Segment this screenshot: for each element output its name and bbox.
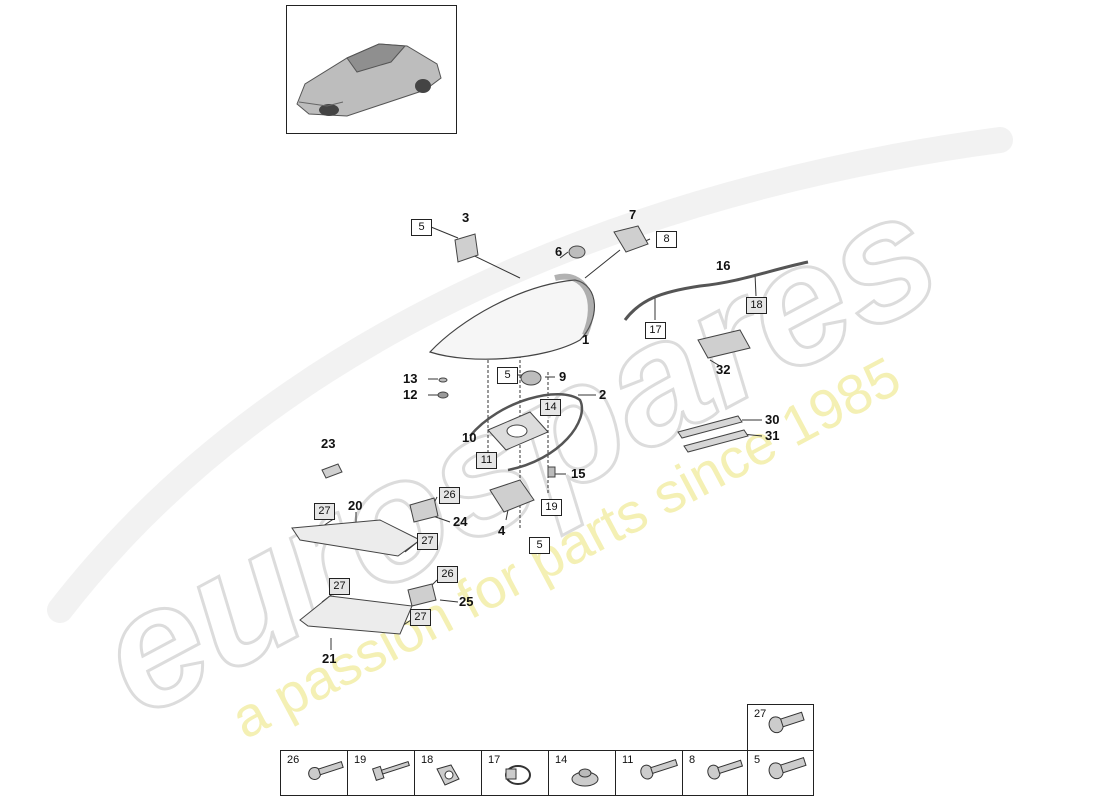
fastener-number: 26 <box>287 754 300 766</box>
fastener-number: 19 <box>354 754 367 766</box>
box-ref-17: 17 <box>645 322 666 339</box>
fastener-cell-27: 27 <box>747 704 814 751</box>
watermark-swoosh <box>47 127 1013 623</box>
nut-icon <box>571 768 599 787</box>
clip-icon <box>436 764 460 786</box>
washer-part <box>438 377 448 383</box>
cover-part <box>613 225 649 253</box>
callout-6: 6 <box>555 244 563 259</box>
callout-24: 24 <box>453 514 468 529</box>
clip-part <box>547 466 556 478</box>
motor-part <box>520 370 542 386</box>
fastener-cell-11: 11 <box>615 750 683 796</box>
car-icon <box>296 43 442 117</box>
callout-9: 9 <box>559 369 567 384</box>
bracket-part <box>454 233 479 263</box>
cap-part <box>568 245 586 259</box>
callout-25: 25 <box>459 594 474 609</box>
fastener-cell-5: 5 <box>747 750 814 796</box>
callout-3: 3 <box>462 210 470 225</box>
strip-part <box>677 415 743 439</box>
box-ref-5: 5 <box>411 219 432 236</box>
callout-30: 30 <box>765 412 780 427</box>
box-ref-26: 26 <box>439 487 460 504</box>
fastener-cell-14: 14 <box>548 750 616 796</box>
washer-part <box>437 391 449 399</box>
box-ref-27: 27 <box>314 503 335 520</box>
strip-part <box>683 429 749 453</box>
box-ref-27: 27 <box>410 609 431 626</box>
screw-icon <box>768 711 805 734</box>
screw-icon <box>707 759 744 780</box>
box-ref-5: 5 <box>529 537 550 554</box>
callout-10: 10 <box>462 430 477 445</box>
wiring-harness <box>623 260 809 321</box>
fastener-number: 14 <box>555 754 568 766</box>
callout-13: 13 <box>403 371 418 386</box>
box-ref-14: 14 <box>540 399 561 416</box>
fastener-number: 8 <box>689 754 696 766</box>
callout-1: 1 <box>582 332 590 347</box>
box-ref-27: 27 <box>417 533 438 550</box>
holder-part <box>409 497 439 523</box>
module-part <box>697 329 751 359</box>
screw-icon <box>308 761 344 780</box>
fastener-number: 5 <box>754 754 761 766</box>
box-ref-11: 11 <box>476 452 497 469</box>
callout-20: 20 <box>348 498 363 513</box>
fastener-number: 17 <box>488 754 501 766</box>
screw-icon <box>640 759 678 780</box>
box-ref-26: 26 <box>437 566 458 583</box>
callout-7: 7 <box>629 207 637 222</box>
callout-31: 31 <box>765 428 780 443</box>
box-ref-19: 19 <box>541 499 562 516</box>
callout-4: 4 <box>498 523 506 538</box>
fastener-cell-18: 18 <box>414 750 482 796</box>
box-ref-5: 5 <box>497 367 518 384</box>
bolt-icon <box>371 760 410 781</box>
box-ref-8: 8 <box>656 231 677 248</box>
box-ref-27: 27 <box>329 578 350 595</box>
callout-12: 12 <box>403 387 418 402</box>
callout-23: 23 <box>321 436 336 451</box>
fastener-number: 11 <box>622 754 634 766</box>
screw-icon <box>768 757 807 780</box>
callout-21: 21 <box>322 651 337 666</box>
headlamp-housing <box>428 279 595 360</box>
fastener-cell-19: 19 <box>347 750 415 796</box>
callout-15: 15 <box>571 466 586 481</box>
cable-tie-icon <box>505 765 531 785</box>
fastener-cell-26: 26 <box>280 750 348 796</box>
vehicle-thumbnail <box>286 5 457 134</box>
fastener-cell-17: 17 <box>481 750 549 796</box>
callout-2: 2 <box>599 387 607 402</box>
side-lamp-upper <box>291 519 421 557</box>
trim-part <box>321 463 343 479</box>
fastener-number: 18 <box>421 754 434 766</box>
seal-ring <box>469 392 583 472</box>
callout-32: 32 <box>716 362 731 377</box>
callout-16: 16 <box>716 258 731 273</box>
fastener-table: 27 26 19 18 17 14 11 8 5 <box>280 704 814 796</box>
fastener-number: 27 <box>754 708 767 720</box>
holder-part <box>407 583 437 607</box>
box-ref-18: 18 <box>746 297 767 314</box>
side-lamp-lower <box>299 595 413 635</box>
fastener-cell-8: 8 <box>682 750 748 796</box>
control-unit <box>489 479 535 513</box>
